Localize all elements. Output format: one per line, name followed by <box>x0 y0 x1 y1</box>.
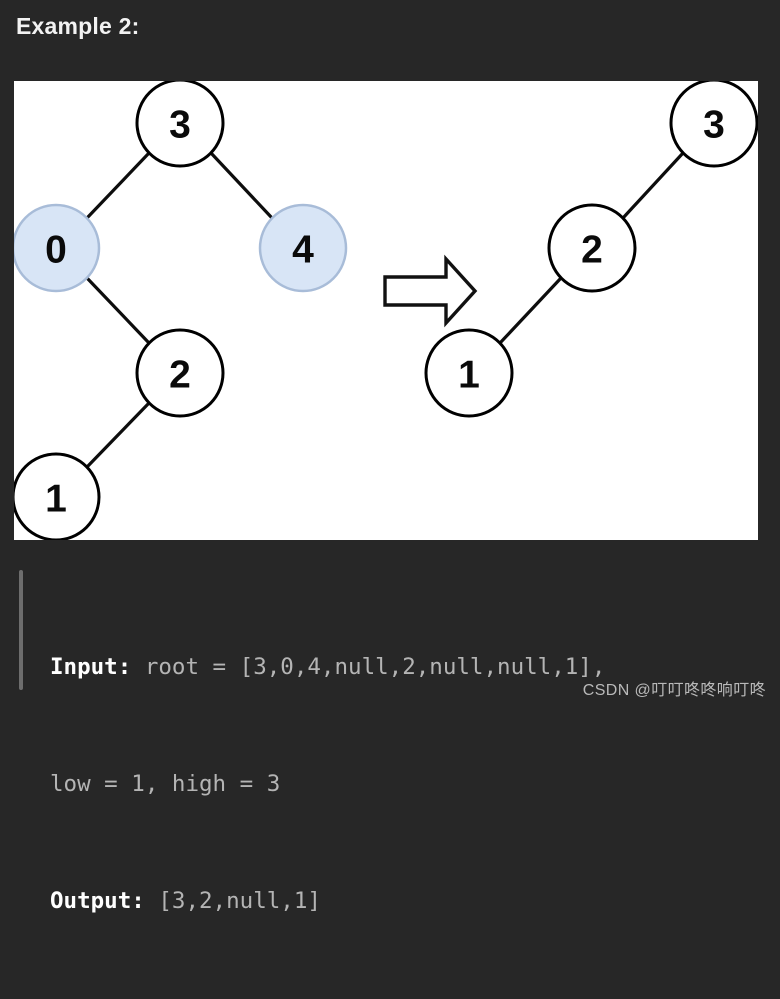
node-circle <box>547 203 637 293</box>
node-label: 2 <box>581 229 603 272</box>
node-output-1: 1 <box>424 328 514 418</box>
node-label: 1 <box>45 478 67 521</box>
edge-out-2-to-1 <box>498 276 563 345</box>
input-tree-nodes: 3 0 4 2 1 <box>14 81 348 540</box>
output-value: [3,2,null,1] <box>144 888 321 914</box>
input-value: root = [3,0,4,null,2,null,null,1], <box>131 654 606 680</box>
input-label: Input: <box>50 654 132 680</box>
node-label: 4 <box>292 229 314 272</box>
node-label: 0 <box>45 229 67 272</box>
edge-0-to-2 <box>85 276 151 345</box>
node-input-1: 1 <box>14 452 101 540</box>
node-label: 1 <box>458 354 480 397</box>
figure-panel: 3 0 4 2 1 <box>14 81 758 540</box>
code-block-gutter <box>19 570 23 690</box>
node-circle-highlighted <box>258 203 348 293</box>
page-root: Example 2: 3 0 <box>14 13 766 914</box>
node-circle-highlighted <box>14 203 101 293</box>
node-label: 3 <box>169 104 191 147</box>
output-tree-nodes: 3 2 1 <box>424 81 758 418</box>
page-title: Example 2: <box>16 13 140 39</box>
node-circle <box>424 328 514 418</box>
input-tree-edges <box>85 151 274 469</box>
edge-2-to-1 <box>85 401 151 469</box>
output-tree-edges <box>498 151 685 345</box>
code-line-output: Output: [3,2,null,1] <box>50 882 605 921</box>
transform-arrow-icon <box>383 254 478 328</box>
tree-diagram: 3 0 4 2 1 <box>14 81 758 540</box>
node-input-4: 4 <box>258 203 348 293</box>
node-input-3: 3 <box>135 81 225 168</box>
csdn-watermark: CSDN @叮叮咚咚响叮咚 <box>582 682 766 699</box>
node-output-2: 2 <box>547 203 637 293</box>
code-line-input: Input: root = [3,0,4,null,2,null,null,1]… <box>50 648 605 687</box>
edge-out-3-to-2 <box>621 151 685 220</box>
node-output-3: 3 <box>669 81 758 168</box>
node-input-2: 2 <box>135 328 225 418</box>
edge-3-to-0 <box>85 151 151 220</box>
node-circle <box>135 81 225 168</box>
code-line-params: low = 1, high = 3 <box>50 765 605 804</box>
node-label: 3 <box>703 104 725 147</box>
edge-3-to-4 <box>209 151 274 220</box>
code-lines: Input: root = [3,0,4,null,2,null,null,1]… <box>50 570 605 999</box>
node-input-0: 0 <box>14 203 101 293</box>
node-circle <box>669 81 758 168</box>
params-value: low = 1, high = 3 <box>50 771 281 797</box>
node-label: 2 <box>169 354 191 397</box>
node-circle <box>14 452 101 540</box>
node-circle <box>135 328 225 418</box>
output-label: Output: <box>50 888 145 914</box>
